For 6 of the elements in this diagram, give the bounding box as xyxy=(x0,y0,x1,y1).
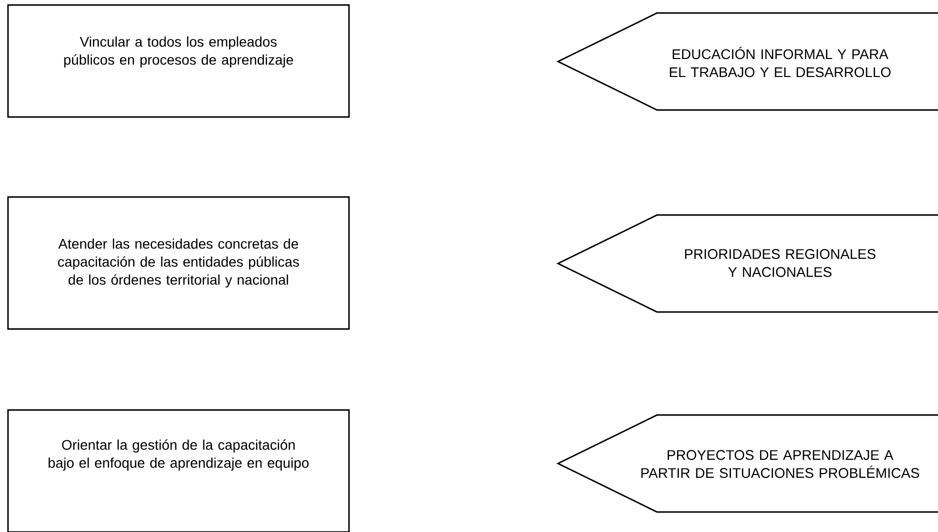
text-box: Orientar la gestión de la capacitación bajo el enfoque de aprendizaje en equipo xyxy=(7,409,350,532)
arrow-banner: PROYECTOS DE APRENDIZAJE A PARTIR DE SITUACIONES PROBLÉMICAS xyxy=(556,414,938,513)
arrow-banner: EDUCACIÓN INFORMAL Y PARA EL TRABAJO Y EL DESARROLLO xyxy=(556,12,938,111)
text-box: Atender las necesidades concretas de capacitación de las entidades públicas de los órdenes territorial y nacional xyxy=(7,196,350,330)
arrow-banner: PRIORIDADES REGIONALES Y NACIONALES xyxy=(556,214,938,313)
text-box: Vincular a todos los empleados públicos en procesos de aprendizaje xyxy=(7,4,350,118)
